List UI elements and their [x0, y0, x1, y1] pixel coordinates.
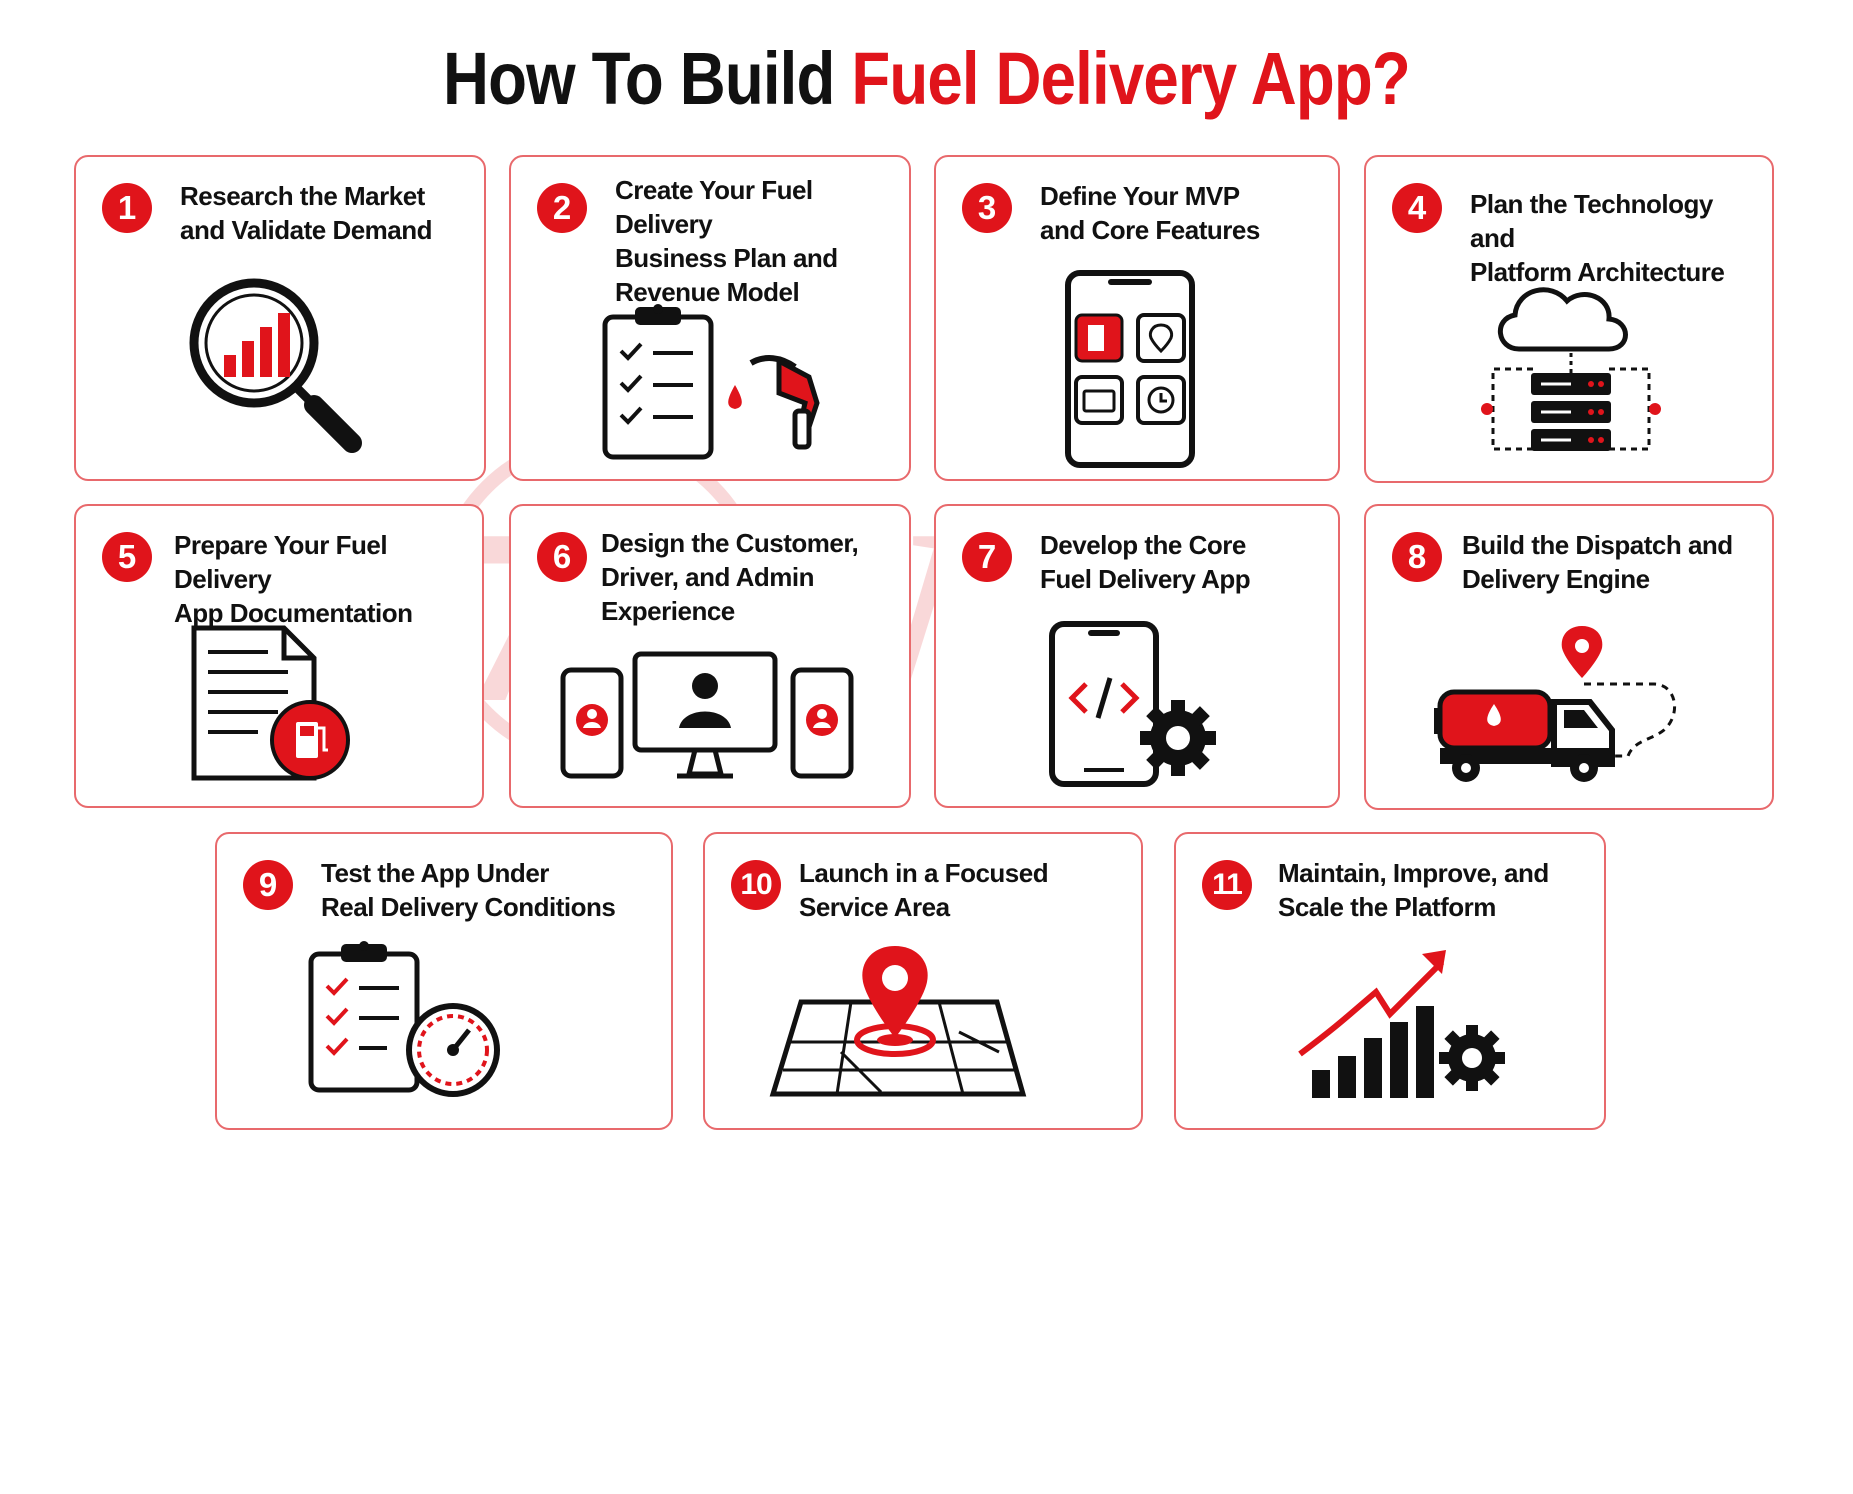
checklist-gauge-icon [308, 941, 500, 1097]
step-title-line: Prepare Your Fuel Delivery [174, 530, 388, 594]
step-title: Research the Market and Validate Demand [180, 179, 470, 247]
step-title-line: and Core Features [1040, 215, 1260, 245]
step-title-line: Design the Customer, [601, 528, 859, 558]
step-title-line: Platform Architecture [1470, 257, 1725, 287]
step-title-line: Revenue Model [615, 277, 800, 307]
step-number-badge: 7 [962, 532, 1012, 582]
growth-chart-gear-icon [1298, 950, 1505, 1098]
step-number-badge: 6 [537, 532, 587, 582]
step-card-3: 3 Define Your MVP and Core Features [934, 155, 1340, 481]
step-title-line: Plan the Technology and [1470, 189, 1713, 253]
step-number-badge: 8 [1392, 532, 1442, 582]
step-title-line: Build the Dispatch and [1462, 530, 1733, 560]
step-card-6: 6 Design the Customer, Driver, and Admin… [509, 504, 911, 808]
step-title-line: and Validate Demand [180, 215, 433, 245]
step-title-line: Service Area [799, 892, 950, 922]
cloud-server-icon [1481, 287, 1661, 451]
step-number-badge: 2 [537, 183, 587, 233]
step-number-badge: 1 [102, 183, 152, 233]
step-title: Create Your Fuel Delivery Business Plan … [615, 173, 895, 309]
map-pin-icon [769, 946, 1027, 1097]
step-title-line: Maintain, Improve, and [1278, 858, 1549, 888]
step-title: Design the Customer, Driver, and Admin E… [601, 526, 895, 628]
step-title-line: Develop the Core [1040, 530, 1246, 560]
step-card-8: 8 Build the Dispatch and Delivery Engine [1364, 504, 1774, 810]
step-card-4: 4 Plan the Technology and Platform Archi… [1364, 155, 1774, 483]
step-title-line: Delivery Engine [1462, 564, 1650, 594]
step-title-line: Define Your MVP [1040, 181, 1240, 211]
step-title: Test the App Under Real Delivery Conditi… [321, 856, 657, 924]
step-title-line: Research the Market [180, 181, 425, 211]
title-highlight: Fuel Delivery App? [851, 37, 1410, 120]
step-card-1: 1 Research the Market and Validate Deman… [74, 155, 486, 481]
step-title: Maintain, Improve, and Scale the Platfor… [1278, 856, 1590, 924]
step-title-line: Create Your Fuel Delivery [615, 175, 813, 239]
step-title-line: Real Delivery Conditions [321, 892, 616, 922]
step-card-9: 9 Test the App Under Real Delivery Condi… [215, 832, 673, 1130]
step-number-badge: 5 [102, 532, 152, 582]
step-title-line: Launch in a Focused [799, 858, 1049, 888]
step-number-badge: 11 [1202, 860, 1252, 910]
step-number-badge: 4 [1392, 183, 1442, 233]
step-number-badge: 9 [243, 860, 293, 910]
step-title: Build the Dispatch and Delivery Engine [1462, 528, 1758, 596]
step-card-7: 7 Develop the Core Fuel Delivery App [934, 504, 1340, 808]
step-title: Plan the Technology and Platform Archite… [1470, 187, 1758, 289]
phone-feature-grid-icon [1065, 270, 1195, 468]
phone-code-gear-icon [1049, 621, 1216, 787]
step-title-line: Scale the Platform [1278, 892, 1496, 922]
step-number-badge: 10 [731, 860, 781, 910]
step-title-line: Driver, and Admin [601, 562, 815, 592]
step-title-line: Test the App Under [321, 858, 549, 888]
checklist-fuel-nozzle-icon [602, 304, 820, 460]
step-title: Develop the Core Fuel Delivery App [1040, 528, 1324, 596]
step-title-line: App Documentation [174, 598, 413, 628]
step-title: Launch in a Focused Service Area [799, 856, 1127, 924]
step-number-badge: 3 [962, 183, 1012, 233]
fuel-truck-route-icon [1434, 626, 1676, 782]
step-title-line: Experience [601, 596, 735, 626]
step-card-5: 5 Prepare Your Fuel Delivery App Documen… [74, 504, 484, 808]
magnifier-bar-chart-icon [189, 278, 362, 453]
page-title: How To Build Fuel Delivery App? [130, 34, 1724, 124]
step-card-11: 11 Maintain, Improve, and Scale the Plat… [1174, 832, 1606, 1130]
multi-device-users-icon [560, 651, 854, 779]
step-title: Prepare Your Fuel Delivery App Documenta… [174, 528, 468, 630]
step-card-10: 10 Launch in a Focused Service Area [703, 832, 1143, 1130]
step-title-line: Business Plan and [615, 243, 838, 273]
step-card-2: 2 Create Your Fuel Delivery Business Pla… [509, 155, 911, 481]
document-fuel-icon [191, 625, 350, 781]
step-title: Define Your MVP and Core Features [1040, 179, 1324, 247]
step-title-line: Fuel Delivery App [1040, 564, 1251, 594]
title-prefix: How To Build [443, 37, 835, 120]
